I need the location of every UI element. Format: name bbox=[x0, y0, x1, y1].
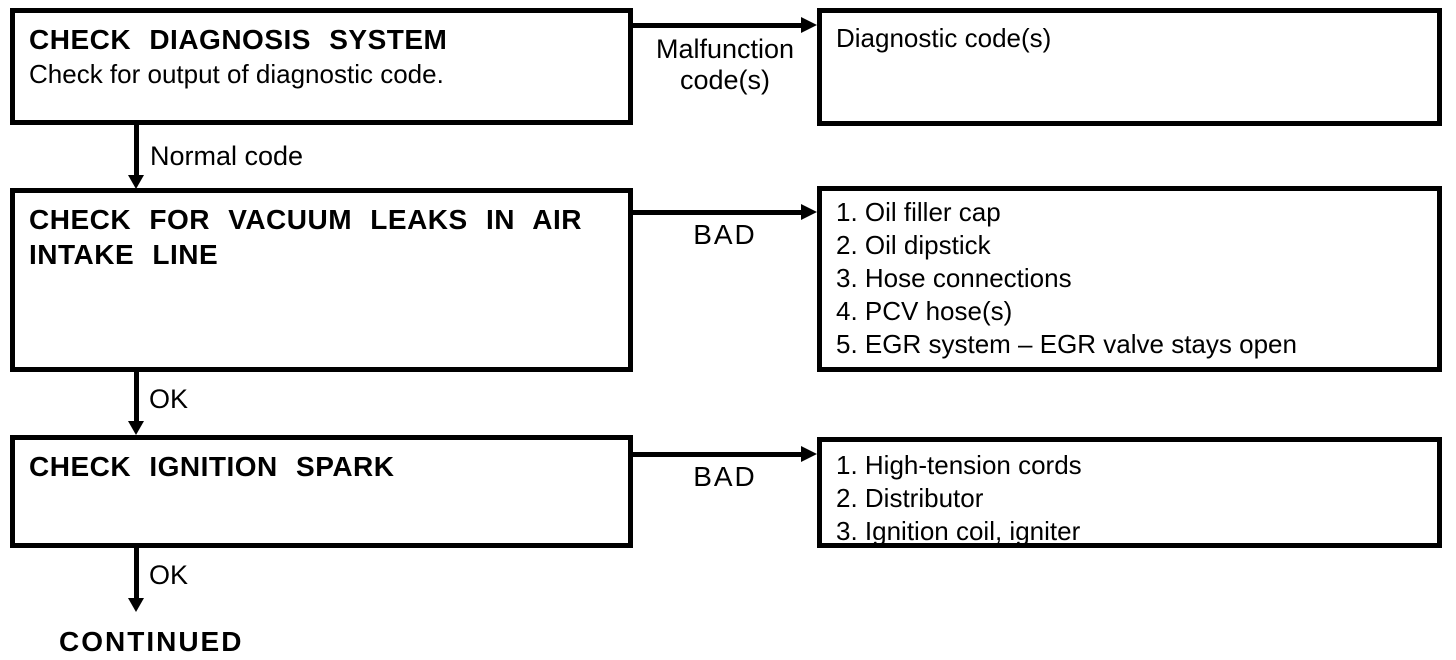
result-item: 2. Distributor bbox=[836, 483, 984, 513]
branch-arrow-bad-spark bbox=[633, 446, 817, 462]
result-box-diagnostic-codes: Diagnostic code(s) bbox=[817, 8, 1442, 126]
arrow-shaft bbox=[134, 125, 139, 175]
arrowhead-down-icon bbox=[128, 421, 144, 435]
arrow-shaft bbox=[633, 23, 802, 28]
result-item: 1. Oil filler cap bbox=[836, 197, 1001, 227]
flow-arrow-ok-1 bbox=[128, 372, 144, 435]
result-item: 5. EGR system – EGR valve stays open bbox=[836, 329, 1297, 359]
arrow-shaft bbox=[134, 372, 139, 421]
step-title: CHECK DIAGNOSIS SYSTEM bbox=[29, 24, 448, 55]
arrowhead-down-icon bbox=[128, 598, 144, 612]
branch-label-malfunction-codes: Malfunction code(s) bbox=[655, 34, 795, 95]
branch-label-bad: BAD bbox=[693, 461, 757, 492]
result-box-vacuum-leak-causes: 1. Oil filler cap 2. Oil dipstick 3. Hos… bbox=[817, 186, 1442, 372]
down-label-ok-1: OK bbox=[149, 384, 189, 414]
result-item: Diagnostic code(s) bbox=[836, 23, 1052, 53]
step-title: CHECK IGNITION SPARK bbox=[29, 451, 395, 482]
result-item: 4. PCV hose(s) bbox=[836, 296, 1013, 326]
step-title: CHECK FOR VACUUM LEAKS IN AIR INTAKE LIN… bbox=[29, 204, 582, 270]
flow-arrow-ok-2 bbox=[128, 548, 144, 612]
branch-label-bad: BAD bbox=[693, 219, 757, 250]
arrowhead-right-icon bbox=[801, 446, 817, 462]
arrow-shaft bbox=[134, 548, 139, 598]
arrow-shaft bbox=[633, 210, 802, 215]
arrowhead-down-icon bbox=[128, 175, 144, 189]
continued-label: CONTINUED bbox=[59, 626, 244, 657]
result-item: 2. Oil dipstick bbox=[836, 230, 991, 260]
result-box-ignition-causes: 1. High-tension cords 2. Distributor 3. … bbox=[817, 437, 1442, 548]
arrow-shaft bbox=[633, 452, 802, 457]
branch-arrow-bad-vacuum bbox=[633, 204, 817, 220]
arrowhead-right-icon bbox=[801, 17, 817, 33]
branch-arrow-malfunction bbox=[633, 17, 817, 33]
down-label-normal-code: Normal code bbox=[150, 141, 304, 171]
down-label-ok-2: OK bbox=[149, 560, 189, 590]
step-box-check-diagnosis-system: CHECK DIAGNOSIS SYSTEM Check for output … bbox=[10, 8, 633, 125]
step-box-check-vacuum-leaks: CHECK FOR VACUUM LEAKS IN AIR INTAKE LIN… bbox=[10, 188, 633, 372]
step-description: Check for output of diagnostic code. bbox=[29, 59, 444, 89]
flow-arrow-normal-code bbox=[128, 125, 144, 189]
result-item: 1. High-tension cords bbox=[836, 450, 1082, 480]
result-item: 3. Ignition coil, igniter bbox=[836, 516, 1081, 546]
arrowhead-right-icon bbox=[801, 204, 817, 220]
step-box-check-ignition-spark: CHECK IGNITION SPARK bbox=[10, 435, 633, 548]
result-item: 3. Hose connections bbox=[836, 263, 1072, 293]
